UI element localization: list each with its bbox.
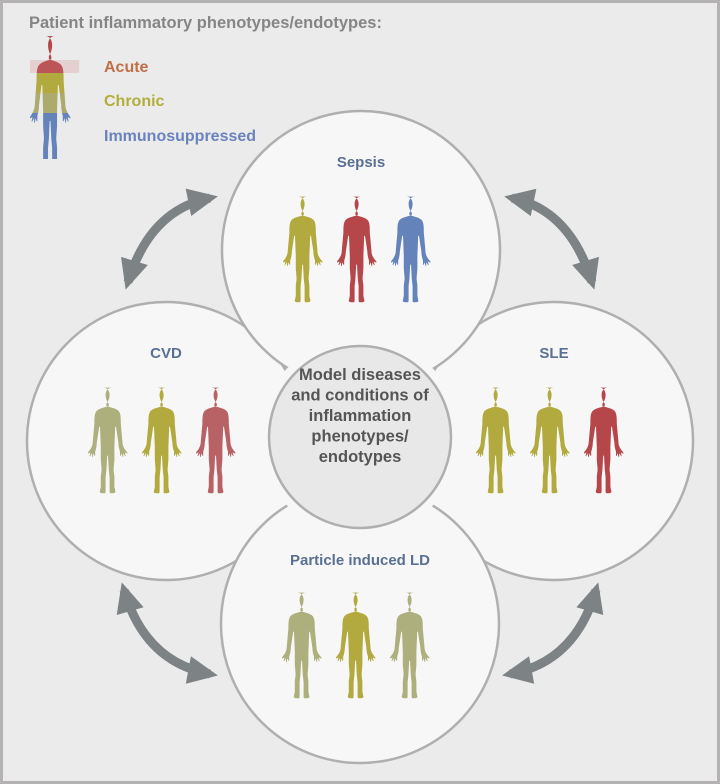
disease-label-particle-ld: Particle induced LD xyxy=(290,552,430,569)
center-text-line: and conditions of xyxy=(291,387,429,405)
phenotype-diagram: Patient inflammatory phenotypes/endotype… xyxy=(25,14,695,765)
arrowhead xyxy=(121,256,148,290)
legend-item-immunosuppressed: Immunosuppressed xyxy=(104,128,256,145)
center-text: Model diseases and conditions of inflammat… xyxy=(291,366,429,466)
center-text-line: phenotypes/ xyxy=(311,428,409,446)
disease-label-cvd: CVD xyxy=(150,345,182,362)
arrow-cvd-particle-ld xyxy=(116,582,218,684)
arrows xyxy=(116,188,604,684)
center-circle xyxy=(267,344,453,530)
legend-title: Patient inflammatory phenotypes/endotype… xyxy=(29,14,382,32)
arrowhead xyxy=(185,188,218,217)
legend-human-figure xyxy=(30,36,80,159)
arrow-sle-particle-ld xyxy=(502,582,604,684)
center-text-line: Model diseases xyxy=(299,366,421,384)
center-text-line: inflammation xyxy=(309,407,412,425)
arrow-cvd-sepsis xyxy=(121,188,218,290)
arrowhead xyxy=(576,582,604,616)
legend-item-acute: Acute xyxy=(104,59,149,76)
legend-item-chronic: Chronic xyxy=(104,93,165,110)
disease-label-sepsis: Sepsis xyxy=(337,154,385,171)
disease-circle-sepsis: Sepsis xyxy=(220,109,502,391)
center-text-line: endotypes xyxy=(319,448,402,466)
arrowhead xyxy=(185,656,218,684)
arrowhead xyxy=(504,188,537,217)
arrowhead xyxy=(502,656,535,684)
arrowhead xyxy=(116,582,144,616)
arrowhead xyxy=(572,256,599,290)
disease-label-sle: SLE xyxy=(539,345,568,362)
arrow-sepsis-sle xyxy=(504,188,599,290)
